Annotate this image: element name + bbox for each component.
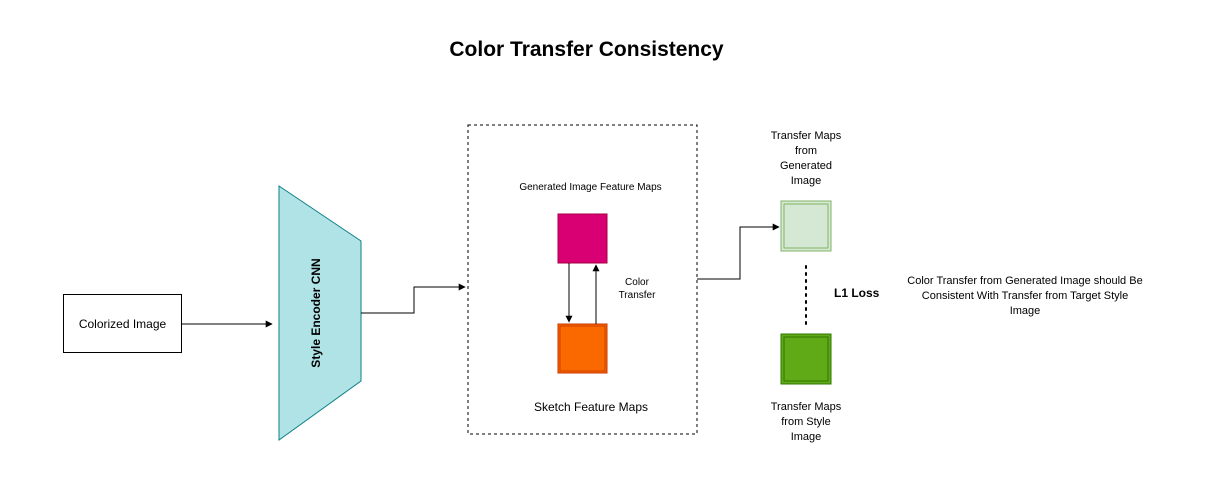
style-encoder-shape[interactable] — [278, 185, 362, 441]
l1-loss-label: L1 Loss — [834, 286, 880, 300]
arrow-encoder-to-container — [361, 283, 466, 314]
feature-container[interactable] — [467, 124, 698, 435]
transfer-generated-label: Transfer Maps from Generated Image — [770, 130, 842, 187]
colorized-image-box[interactable]: Colorized Image — [63, 294, 182, 353]
style-encoder-label: Style Encoder CNN — [309, 258, 323, 367]
consistency-note: Color Transfer from Generated Image shou… — [907, 275, 1143, 317]
arrow-container-to-transfer — [697, 223, 780, 280]
sketch-feature-square-inner — [559, 325, 606, 372]
colorized-image-label: Colorized Image — [78, 316, 167, 331]
generated-feature-square[interactable] — [557, 213, 608, 264]
diagram-title: Color Transfer Consistency — [449, 38, 724, 61]
transfer-generated-square[interactable] — [780, 200, 832, 252]
sketch-feature-label: Sketch Feature Maps — [533, 400, 649, 414]
color-transfer-label: Color Transfer — [618, 277, 656, 301]
transfer-generated-square-inner — [783, 203, 829, 249]
generated-feature-label: Generated Image Feature Maps — [519, 182, 662, 193]
transfer-style-label: Transfer Maps from Style Image — [770, 401, 842, 443]
transfer-style-square[interactable] — [780, 333, 832, 385]
sketch-feature-square[interactable] — [557, 323, 608, 374]
transfer-style-square-inner — [783, 336, 829, 382]
